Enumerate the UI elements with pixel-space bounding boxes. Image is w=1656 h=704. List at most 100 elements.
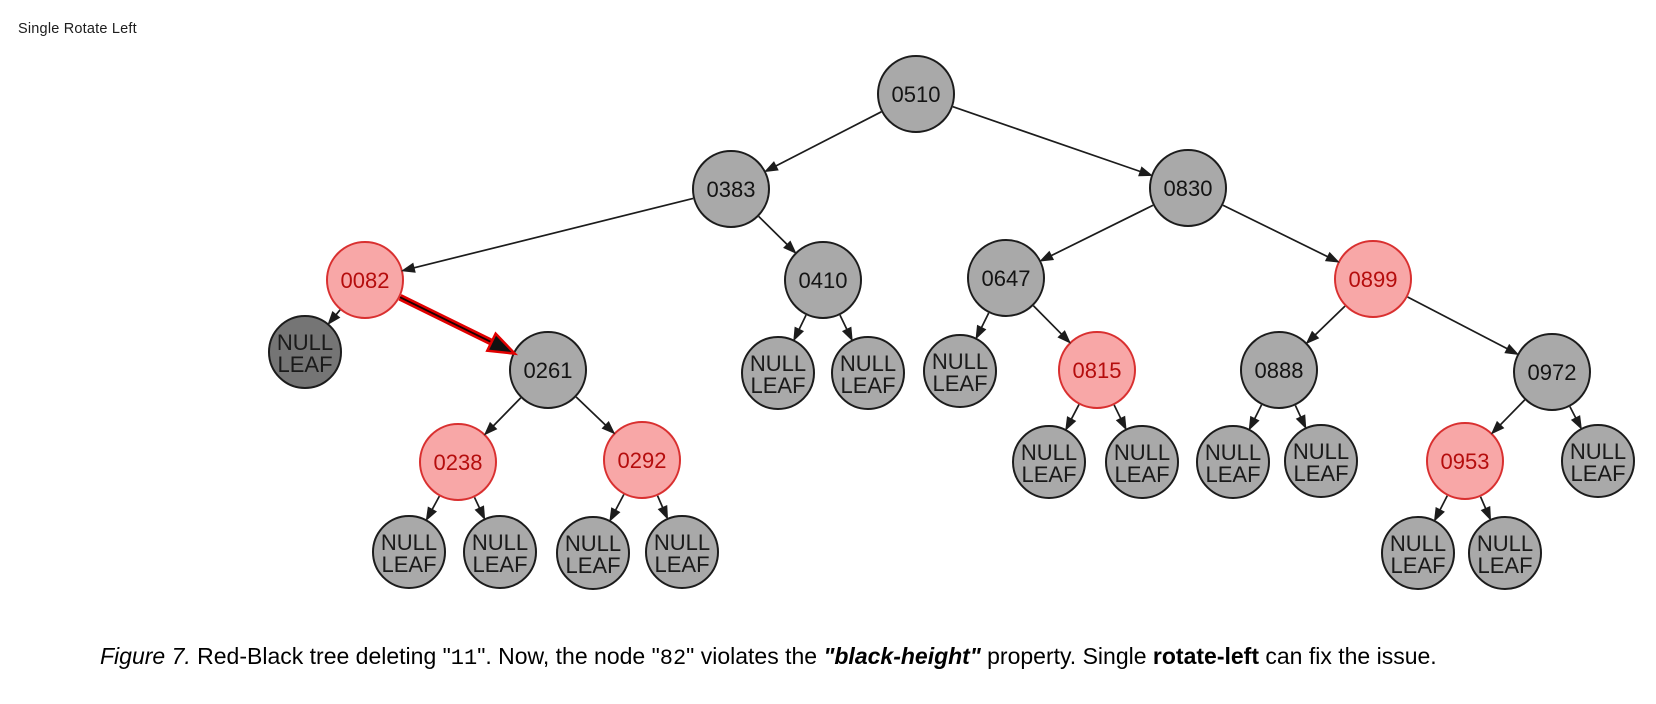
node-value-label: 0953 bbox=[1441, 449, 1490, 474]
node-circle bbox=[556, 516, 630, 590]
node-circle bbox=[923, 334, 997, 408]
node-circle bbox=[967, 239, 1045, 317]
node-circle bbox=[1468, 516, 1542, 590]
tree-edge-arrowhead bbox=[483, 421, 498, 436]
tree-edge bbox=[1313, 305, 1346, 337]
tree-node-0238: 0238 bbox=[419, 423, 497, 501]
tree-edge bbox=[1113, 404, 1123, 421]
tree-edge bbox=[1569, 406, 1578, 420]
node-circle bbox=[372, 515, 446, 589]
tree-edge-arrowhead bbox=[975, 324, 987, 340]
node-circle bbox=[1149, 149, 1227, 227]
tree-node-0953: 0953 bbox=[1426, 422, 1504, 500]
tree-edge bbox=[1498, 399, 1526, 427]
node-value-label: 0410 bbox=[799, 268, 848, 293]
tree-edge-arrowhead bbox=[1065, 416, 1077, 431]
tree-node-0888: 0888 bbox=[1240, 331, 1318, 409]
tree-edge bbox=[614, 494, 625, 512]
node-value-label: 0647 bbox=[982, 266, 1031, 291]
tree-node-0383: 0383 bbox=[692, 150, 770, 228]
node-value-label: 0510 bbox=[892, 82, 941, 107]
node-value-label: 0815 bbox=[1073, 358, 1122, 383]
tree-edge-arrowhead bbox=[1039, 250, 1055, 262]
node-circle bbox=[419, 423, 497, 501]
tree-edge-arrowhead bbox=[783, 240, 797, 254]
tree-edge-arrowhead bbox=[1305, 330, 1320, 345]
tree-edge bbox=[839, 314, 849, 332]
caption-segment: 82 bbox=[659, 646, 687, 671]
node-circle bbox=[509, 331, 587, 409]
tree-edge-arrowhead bbox=[327, 311, 341, 326]
tree-edge-arrowhead bbox=[1324, 251, 1340, 263]
tree-edges bbox=[327, 105, 1582, 523]
tree-edge-arrowhead bbox=[841, 326, 853, 342]
node-circle bbox=[831, 336, 905, 410]
tree-node-0647: 0647 bbox=[967, 239, 1045, 317]
tree-edge-arrowhead bbox=[425, 506, 437, 522]
highlight-arrow-layer bbox=[398, 294, 519, 356]
tree-edge-arrowhead bbox=[1248, 415, 1260, 431]
tree-edge bbox=[575, 396, 608, 427]
tree-node-0082: 0082 bbox=[326, 241, 404, 319]
diagram-title: Single Rotate Left bbox=[18, 21, 137, 37]
tree-node-0292: 0292 bbox=[603, 421, 681, 499]
caption-segment: rotate-left bbox=[1152, 643, 1259, 669]
node-circle bbox=[326, 241, 404, 319]
tree-edge-arrowhead bbox=[793, 326, 805, 342]
node-value-label: 0899 bbox=[1349, 267, 1398, 292]
node-circle bbox=[1284, 424, 1358, 498]
node-circle bbox=[603, 421, 681, 499]
tree-edge bbox=[1407, 296, 1509, 351]
caption-segment: "black-height" bbox=[823, 643, 981, 669]
tree-edge bbox=[491, 397, 522, 428]
tree-edge bbox=[473, 496, 481, 510]
node-circle bbox=[1196, 425, 1270, 499]
tree-node-0899: 0899 bbox=[1334, 240, 1412, 318]
node-circle bbox=[645, 515, 719, 589]
caption-segment: ". Now, the node " bbox=[477, 643, 660, 669]
tree-edge-arrowhead bbox=[763, 161, 779, 173]
tree-edge-arrowhead bbox=[601, 420, 616, 435]
node-circle bbox=[268, 315, 342, 389]
figure-caption: Figure 7. Red-Black tree deleting "11". … bbox=[100, 641, 1656, 674]
tree-edge-arrowhead bbox=[609, 507, 621, 523]
highlight-arrow-head bbox=[485, 331, 519, 356]
tree-node-0815: 0815 bbox=[1058, 331, 1136, 409]
node-circle bbox=[1012, 425, 1086, 499]
caption-segment: 11 bbox=[450, 646, 478, 671]
tree-edge bbox=[952, 105, 1142, 173]
node-circle bbox=[877, 55, 955, 133]
tree-edge bbox=[412, 197, 694, 270]
tree-node-0830: 0830 bbox=[1149, 149, 1227, 227]
tree-edge bbox=[1032, 305, 1064, 336]
node-circle bbox=[1334, 240, 1412, 318]
node-value-label: 0888 bbox=[1255, 358, 1304, 383]
tree-edge-arrowhead bbox=[1295, 414, 1307, 430]
tree-edge bbox=[980, 312, 990, 330]
node-circle bbox=[1381, 516, 1455, 590]
tree-edge-arrowhead bbox=[1490, 420, 1505, 435]
tree-edge-arrowhead bbox=[657, 504, 669, 520]
node-circle bbox=[784, 241, 862, 319]
node-circle bbox=[1105, 425, 1179, 499]
tree-edge-arrowhead bbox=[1480, 505, 1492, 521]
tree-edge bbox=[1438, 495, 1449, 512]
tree-edge-arrowhead bbox=[1433, 506, 1445, 522]
